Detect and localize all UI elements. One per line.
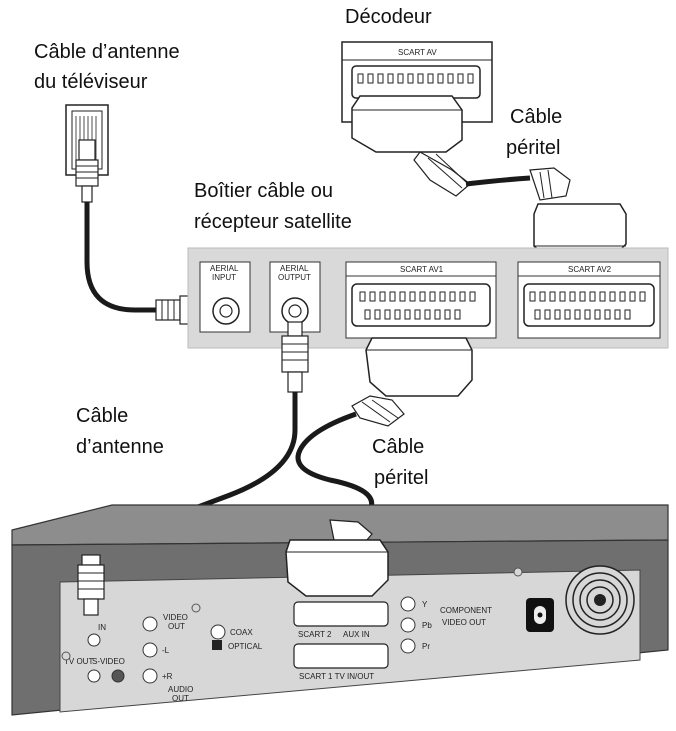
player-scart-plug [285,519,389,597]
player-device [11,504,669,716]
tv-aerial-cable-label-line2: du téléviseur [34,71,148,93]
scart-av1-label: SCART AV1 [400,265,444,274]
decoder-scart-label: SCART AV [398,48,437,57]
pb-socket [400,617,416,633]
scart1-socket [293,643,389,669]
scart-cable-bottom-label-line1: Câble [372,436,424,458]
component-label-line2: VIDEO OUT [442,618,486,627]
aux-in-label: AUX IN [343,630,370,639]
scart-cable-top [465,175,531,187]
video-out-label-line1: VIDEO [163,613,188,622]
aerial-output-plug [281,321,309,393]
audio-l-socket [142,642,158,658]
audio-r-socket [142,668,158,684]
video-out-socket [142,616,158,632]
tv-out-label: TV OUT [64,657,93,666]
optical-label: OPTICAL [228,642,263,651]
decoder-label: Décodeur [345,6,432,28]
player-aerial-plug [77,554,105,616]
scart2-socket [293,601,389,627]
y-label: Y [422,600,428,609]
tv-aerial-cable-label-line1: Câble d’antenne [34,41,180,63]
aerial-input-label-line1: AERIAL [210,264,239,273]
box-label-line1: Boîtier câble ou [194,180,333,202]
decoder-scart-pins [357,73,474,84]
aerial-output-label-line2: OUTPUT [278,273,311,282]
aerial-cable-label-line2: d’antenne [76,436,164,458]
scart-av2-socket [523,283,655,327]
pr-socket [400,638,416,654]
scart-av1-pins [359,291,476,320]
aerial-input-label-line2: INPUT [212,273,236,282]
scart-cable-top-label-line2: péritel [506,137,560,159]
tv-out-socket [87,633,101,647]
scart-av2-pins [529,291,646,320]
screw-icon [61,651,71,661]
pr-label: Pr [422,642,430,651]
box-label-line2: récepteur satellite [194,211,352,233]
tv-out-rf-socket [87,669,101,683]
decoder-scart-plug [351,95,471,197]
screw-icon [513,567,523,577]
coax-label: COAX [230,628,253,637]
audio-out-label-line2: OUT [172,694,189,703]
scart-cable-bottom-label-line2: péritel [374,467,428,489]
optical-socket [212,640,222,650]
wall-aerial-plug [75,139,99,203]
rf-in-label: IN [98,623,106,632]
scart2-label: SCART 2 [298,630,332,639]
receiver-panel: AERIAL INPUT AERIAL OUTPUT SCART AV1 [187,247,669,349]
y-socket [400,596,416,612]
receiver-av2-scart-plug [529,167,627,259]
aerial-output-label-line1: AERIAL [280,264,309,273]
s-video-socket [111,669,125,683]
coax-socket [210,624,226,640]
screw-icon [191,603,201,613]
tv-aerial-cable [84,202,158,313]
scart-av1-socket [351,283,491,327]
scart-cable-top-label-line1: Câble [510,106,562,128]
component-label-line1: COMPONENT [440,606,492,615]
s-video-label: S-VIDEO [92,657,125,666]
pb-label: Pb [422,621,432,630]
video-out-label-line2: OUT [168,622,185,631]
aerial-cable-label-line1: Câble [76,405,128,427]
audio-r-label: +R [162,672,173,681]
receiver-av1-scart-plug [351,337,473,427]
scart-av2-label: SCART AV2 [568,265,612,274]
audio-l-label: -L [162,646,170,655]
fan-grille-icon [565,565,635,635]
scart1-label: SCART 1 TV IN/OUT [299,672,374,681]
audio-out-label-line1: AUDIO [168,685,193,694]
